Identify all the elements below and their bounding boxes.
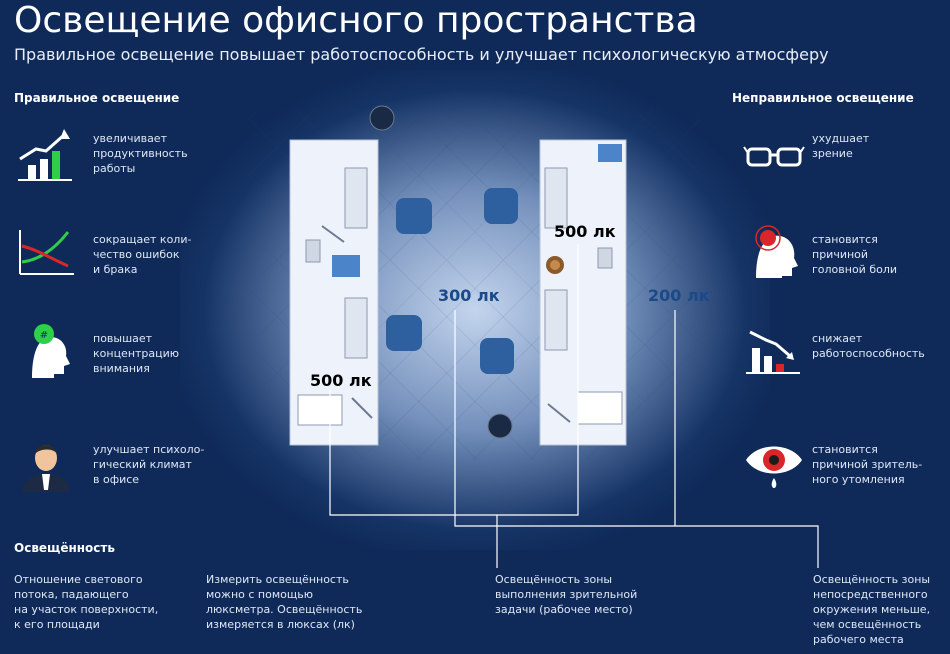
- right-item-eye-strain: становится причиной зритель- ного утомле…: [812, 443, 923, 486]
- left-item-climate: улучшает психоло- гический климат в офис…: [93, 443, 205, 486]
- declining-bars-icon: [746, 330, 800, 374]
- left-desk: [289, 139, 379, 446]
- right-desk: [539, 139, 627, 446]
- callout-lines: [329, 244, 819, 568]
- right-heading: Неправильное освещение: [732, 91, 914, 105]
- svg-text:#: #: [40, 330, 48, 341]
- glasses-icon: [743, 146, 805, 167]
- headache-head-icon: [755, 225, 798, 278]
- task-zone-note: Освещённость зоны выполнения зрительной …: [495, 573, 638, 616]
- left-item-concentration: повышает концентрацию внимания: [93, 332, 180, 375]
- left-item-errors: сокращает коли- чество ошибок и брака: [93, 233, 192, 276]
- right-item-vision: ухудшает зрение: [812, 132, 870, 160]
- lux-label-desk-lower: 500 лк: [310, 371, 372, 390]
- illuminance-definition: Отношение светового потока, падающего на…: [14, 573, 159, 631]
- left-item-productivity: увеличивает продуктивность работы: [93, 132, 188, 175]
- tired-eye-icon: [746, 446, 802, 488]
- surroundings-note: Освещённость зоны непосредственного окру…: [813, 573, 931, 646]
- lux-label-surroundings: 200 лк: [648, 286, 710, 305]
- growth-chart-icon: [18, 129, 72, 181]
- decline-errors-chart-icon: [19, 230, 74, 275]
- chairs: [386, 188, 518, 374]
- bottom-bin: [487, 413, 513, 439]
- bottom-heading: Освещённость: [14, 541, 115, 555]
- page-subtitle: Правильное освещение повышает работоспос…: [14, 45, 829, 64]
- lux-label-aisle: 300 лк: [438, 286, 500, 305]
- light-glow: [180, 70, 770, 550]
- illuminance-measurement: Измерить освещённость можно с помощью лю…: [206, 573, 363, 631]
- right-item-headache: становится причиной головной боли: [812, 233, 898, 276]
- page-title: Освещение офисного пространства: [14, 0, 698, 41]
- focused-head-icon: #: [32, 324, 70, 378]
- right-item-performance: снижает работоспособность: [812, 332, 925, 360]
- left-heading: Правильное освещение: [14, 91, 180, 105]
- businessman-icon: [22, 445, 70, 492]
- lux-label-desk-upper: 500 лк: [554, 222, 616, 241]
- top-bin: [369, 105, 395, 131]
